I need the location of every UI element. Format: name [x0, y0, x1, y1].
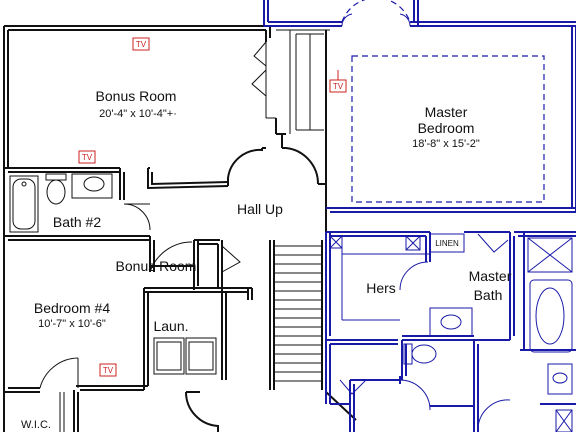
- master-suite: [263, 0, 576, 432]
- tv-marker: TV: [78, 150, 96, 164]
- bath2-label: Bath #2: [53, 214, 101, 230]
- staircase: [269, 240, 323, 390]
- bedroom4-walls: [4, 239, 253, 432]
- master-bath-label: Master: [469, 268, 512, 284]
- master-bedroom-dims: 18'-8" x 15'-2": [412, 138, 480, 150]
- bedroom4-label: Bedroom #4: [34, 300, 110, 316]
- svg-text:TV: TV: [82, 153, 93, 162]
- bonus-room-lower-label: Bonus Room: [116, 258, 197, 274]
- tv-marker: TV: [132, 37, 150, 51]
- master-bath-label: Bath: [474, 287, 503, 303]
- svg-text:TV: TV: [333, 82, 344, 91]
- exterior-walls: [3, 25, 330, 432]
- bonus-room-label: Bonus Room: [96, 88, 177, 104]
- laundry-label: Laun.: [153, 318, 188, 334]
- hall-doors: [227, 134, 326, 186]
- linen-label: LINEN: [435, 239, 459, 248]
- bonus-room-dims: 20'-4" x 10'-4"+·: [99, 108, 177, 120]
- bedroom4-dims: 10'-7" x 10'-6": [38, 318, 106, 330]
- tv-marker: TV: [99, 363, 117, 377]
- hers-closet-label: Hers: [366, 280, 396, 296]
- svg-text:TV: TV: [136, 40, 147, 49]
- master-bedroom-label: Bedroom: [418, 120, 475, 136]
- wic-label: W.I.C.: [21, 419, 51, 431]
- hall-up-label: Hall Up: [237, 201, 283, 217]
- tv-marker: TV: [329, 70, 347, 93]
- master-bedroom-label: Master: [425, 104, 468, 120]
- svg-text:TV: TV: [103, 366, 114, 375]
